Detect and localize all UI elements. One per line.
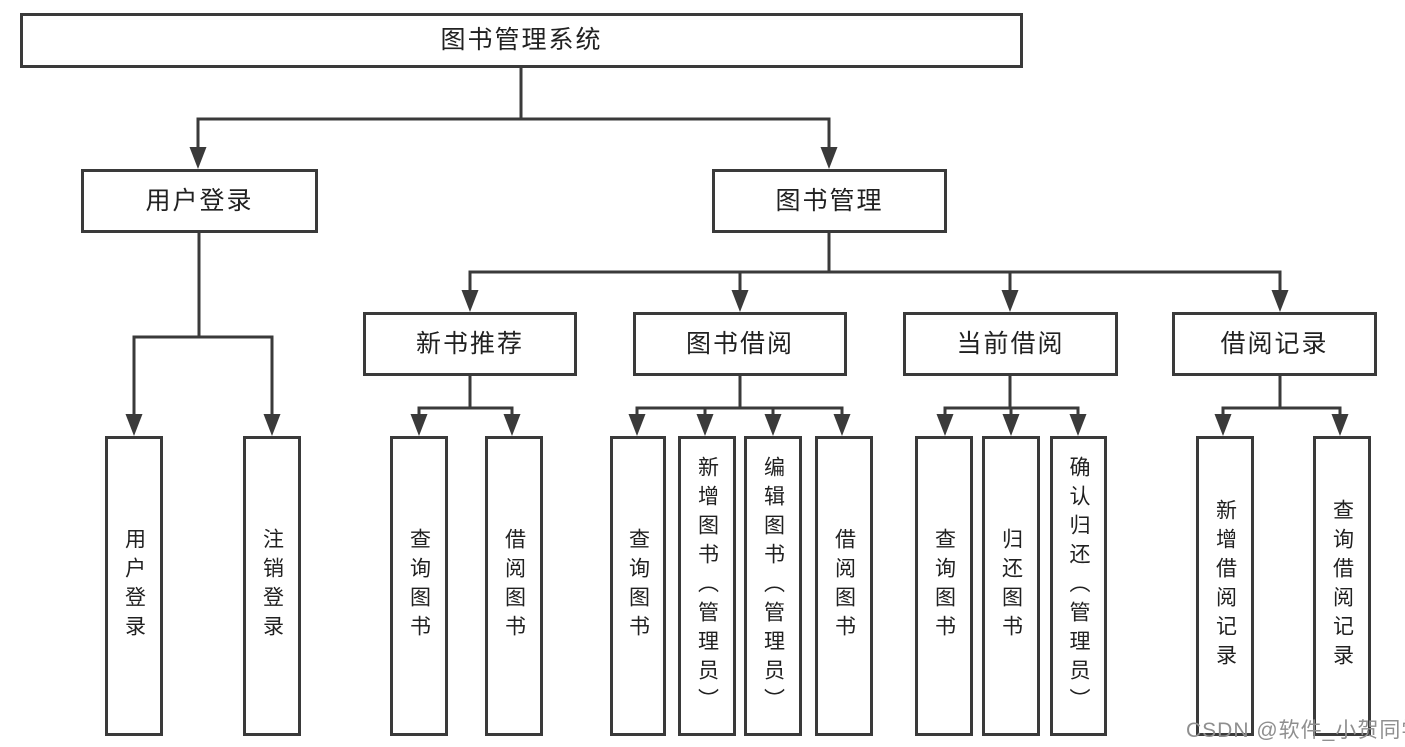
node-book-management-label: 图书管理 [775, 186, 884, 215]
leaf-query-book-1-label: 查询图书 [407, 528, 431, 644]
csdn-watermark: CSDN @软件_小贺同学 [1186, 719, 1405, 742]
node-book-borrow: 图书借阅 [633, 312, 847, 376]
node-user-login-label: 用户登录 [145, 186, 254, 215]
leaf-query-book-3-label: 查询图书 [932, 528, 956, 644]
node-new-book-recommend-label: 新书推荐 [415, 329, 524, 358]
leaf-query-book-2: 查询图书 [610, 436, 666, 736]
leaf-add-book-admin-label: 新增图书（管理员） [695, 455, 719, 717]
leaf-borrow-book-2-label: 借阅图书 [832, 528, 856, 644]
leaf-borrow-book-1: 借阅图书 [485, 436, 543, 736]
node-user-login: 用户登录 [81, 169, 318, 233]
node-book-borrow-label: 图书借阅 [685, 329, 794, 358]
leaf-confirm-return-admin-label: 确认归还（管理员） [1067, 455, 1090, 717]
leaf-query-borrow-record-label: 查询借阅记录 [1330, 499, 1354, 673]
leaf-borrow-book-2: 借阅图书 [815, 436, 873, 736]
leaf-add-borrow-record-label: 新增借阅记录 [1213, 499, 1237, 673]
node-root: 图书管理系统 [20, 13, 1023, 68]
leaf-confirm-return-admin: 确认归还（管理员） [1050, 436, 1107, 736]
leaf-return-book-label: 归还图书 [999, 528, 1023, 644]
leaf-user-login-label: 用户登录 [122, 528, 146, 644]
leaf-edit-book-admin: 编辑图书（管理员） [744, 436, 802, 736]
leaf-borrow-book-1-label: 借阅图书 [502, 528, 526, 644]
leaf-query-book-2-label: 查询图书 [626, 528, 650, 644]
node-borrow-records: 借阅记录 [1172, 312, 1377, 376]
leaf-add-book-admin: 新增图书（管理员） [678, 436, 736, 736]
node-book-management: 图书管理 [712, 169, 947, 233]
leaf-query-book-1: 查询图书 [390, 436, 448, 736]
node-root-label: 图书管理系统 [440, 26, 603, 54]
leaf-return-book: 归还图书 [982, 436, 1040, 736]
leaf-edit-book-admin-label: 编辑图书（管理员） [761, 455, 785, 717]
node-current-borrow-label: 当前借阅 [956, 329, 1065, 358]
node-borrow-records-label: 借阅记录 [1220, 329, 1329, 358]
leaf-logout: 注销登录 [243, 436, 301, 736]
leaf-logout-label: 注销登录 [260, 528, 284, 644]
leaf-add-borrow-record: 新增借阅记录 [1196, 436, 1254, 736]
node-current-borrow: 当前借阅 [903, 312, 1118, 376]
leaf-query-book-3: 查询图书 [915, 436, 973, 736]
node-new-book-recommend: 新书推荐 [363, 312, 577, 376]
leaf-user-login: 用户登录 [105, 436, 163, 736]
leaf-query-borrow-record: 查询借阅记录 [1313, 436, 1371, 736]
arrowhead-icons [125, 147, 1349, 436]
